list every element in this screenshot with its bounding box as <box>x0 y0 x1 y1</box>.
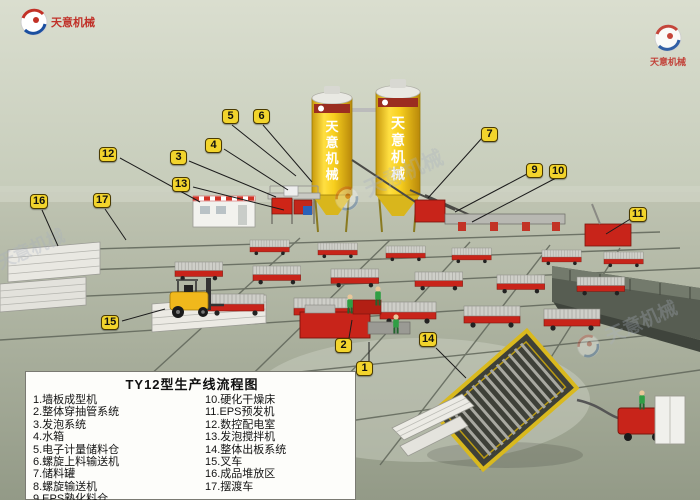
eps-pre-expander <box>584 203 632 247</box>
svg-text:械: 械 <box>325 167 338 182</box>
svg-text:天: 天 <box>325 119 339 134</box>
shuttle-cart-unit <box>617 389 686 445</box>
legend-item-3: 3.发泡系统 <box>33 418 87 431</box>
storage-silos: 天 意 机 械 天 意 机 械 <box>311 79 471 233</box>
mixing-drying-line <box>414 199 566 231</box>
legend-column-right: 10.硬化干燥床 11.EPS预发机 12.数控配电室 13.发泡搅拌机 14.… <box>205 394 351 500</box>
foaming-system <box>267 185 321 224</box>
legend-item-15: 15.叉车 <box>205 456 243 469</box>
svg-text:机: 机 <box>325 151 338 166</box>
forklift <box>169 278 224 318</box>
control-room <box>192 195 256 228</box>
svg-text:天: 天 <box>391 115 406 131</box>
legend-columns: 1.墙板成型机 2.整体穿抽管系统 3.发泡系统 4.水箱 5.电子计量储料仓 … <box>33 394 351 500</box>
svg-text:意: 意 <box>391 132 405 148</box>
legend-title: TY12型生产线流程图 <box>125 377 259 392</box>
svg-text:意: 意 <box>325 135 338 150</box>
legend-item-8: 8.螺旋输送机 <box>33 480 98 493</box>
svg-text:械: 械 <box>391 166 405 182</box>
legend-item-5: 5.电子计量储料仓 <box>33 443 120 456</box>
svg-text:机: 机 <box>391 149 405 165</box>
legend-item-6: 6.螺旋上料输送机 <box>33 456 120 469</box>
forming-machine <box>299 285 411 339</box>
legend-item-7: 7.储料罐 <box>33 468 76 481</box>
legend-item-16: 16.成品堆放区 <box>205 468 276 481</box>
legend-item-17: 17.摆渡车 <box>205 480 254 493</box>
legend-item-1: 1.墙板成型机 <box>33 394 98 406</box>
svg-text:天意机械: 天意机械 <box>650 56 686 67</box>
legend-item-10: 10.硬化干燥床 <box>205 394 276 406</box>
legend-item-9: 9.EPS熟化料仓 <box>33 493 109 500</box>
legend-item-14: 14.整体出板系统 <box>205 443 287 456</box>
silo-brand-text: 天 意 机 械 天 意 机 械 <box>325 115 406 182</box>
legend-item-12: 12.数控配电室 <box>205 418 276 431</box>
leader-lines <box>41 124 633 379</box>
legend-item-2: 2.整体穿抽管系统 <box>33 406 120 419</box>
brand-logo-topright: 天意机械 <box>650 23 686 67</box>
svg-text:天意机械: 天意机械 <box>51 15 95 29</box>
tilting-output-table <box>391 327 619 473</box>
legend-item-11: 11.EPS预发机 <box>205 406 275 419</box>
brand-logo-topleft: 天意机械 <box>19 7 95 37</box>
legend-item-4: 4.水箱 <box>33 431 65 444</box>
legend-item-13: 13.发泡搅拌机 <box>205 431 276 444</box>
legend-column-left: 1.墙板成型机 2.整体穿抽管系统 3.发泡系统 4.水箱 5.电子计量储料仓 … <box>33 394 205 500</box>
legend-panel: TY12型生产线流程图 1.墙板成型机 2.整体穿抽管系统 3.发泡系统 4.水… <box>25 371 356 500</box>
